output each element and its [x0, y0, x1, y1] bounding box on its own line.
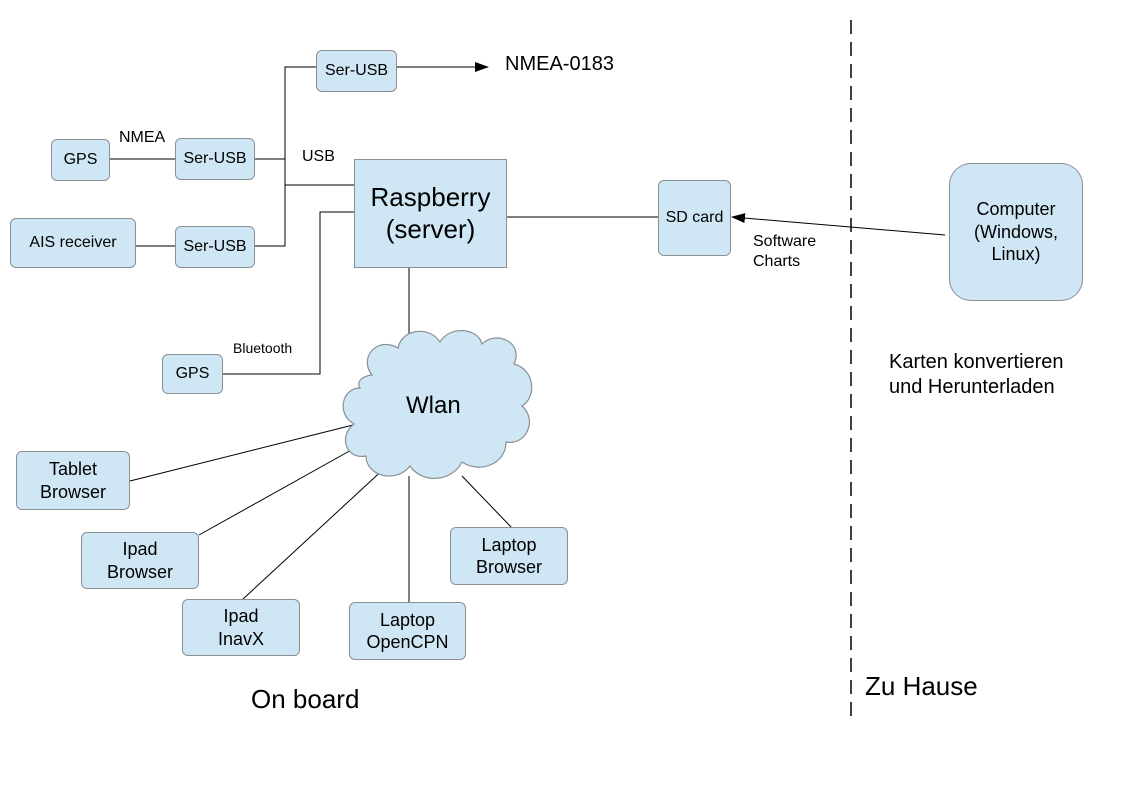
on-board-label: On board: [251, 684, 360, 714]
line-bluetooth-gps: [223, 211, 354, 375]
ser-usb-gps-box: Ser-USB: [175, 138, 255, 180]
convert-download-label: Karten konvertieren und Herunterladen: [889, 351, 1064, 398]
computer-box: Computer (Windows, Linux): [949, 163, 1083, 301]
raspberry-server-box: Raspberry (server): [354, 159, 507, 268]
wlan-label: Wlan: [406, 392, 461, 419]
tablet-browser-box: Tablet Browser: [16, 451, 130, 510]
arrow-computer-to-sd-card: [731, 213, 946, 236]
laptop-browser-box: Laptop Browser: [450, 527, 568, 585]
wlan-cloud: [342, 329, 533, 479]
nmea-0183-label: NMEA-0183: [505, 53, 614, 75]
zu-hause-label: Zu Hause: [865, 671, 978, 701]
ser-usb-output-box: Ser-USB: [316, 50, 397, 92]
software-charts-label: Software Charts: [753, 233, 817, 270]
laptop-opencpn-box: Laptop OpenCPN: [349, 602, 466, 660]
ipad-inavx-box: Ipad InavX: [182, 599, 300, 656]
gps-wired-box: GPS: [51, 139, 110, 181]
line-wlan-to-laptop-browser: [461, 475, 513, 529]
line-wlan-to-ipad-inavx: [242, 465, 388, 600]
bluetooth-label: Bluetooth: [233, 340, 293, 356]
ipad-browser-box: Ipad Browser: [81, 532, 199, 589]
usb-label: USB: [302, 148, 335, 165]
line-wlan-to-ipad-browser: [198, 443, 363, 536]
ser-usb-ais-box: Ser-USB: [175, 226, 255, 268]
line-wlan-to-tablet: [129, 423, 358, 482]
sd-card-box: SD card: [658, 180, 731, 256]
usb-bus: [255, 66, 316, 247]
nmea-label: NMEA: [119, 129, 166, 146]
ais-receiver-box: AIS receiver: [10, 218, 136, 268]
gps-bluetooth-box: GPS: [162, 354, 223, 394]
